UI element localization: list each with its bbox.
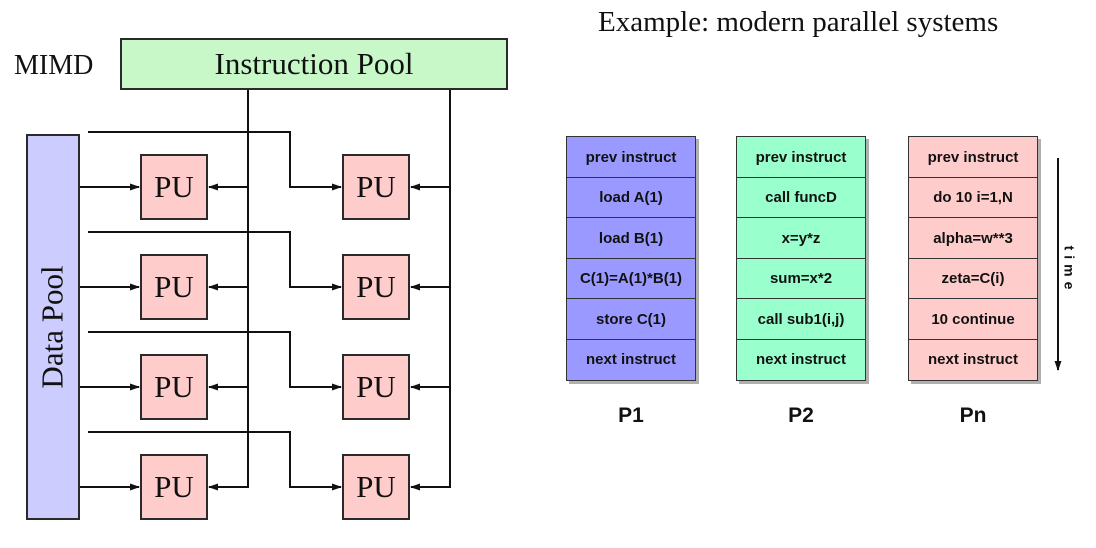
instruction-cell: call sub1(i,j) <box>736 298 866 340</box>
instruction-cell: C(1)=A(1)*B(1) <box>566 257 696 300</box>
pu-box: PU <box>140 354 208 420</box>
data-arrow-row-3-pu2 <box>88 331 342 391</box>
data-pool-label: Data Pool <box>35 265 70 389</box>
instruction-cell: prev instruct <box>736 136 866 178</box>
pu-box: PU <box>140 154 208 220</box>
pu-box: PU <box>342 454 410 520</box>
data-arrow-row-1-pu2 <box>88 131 342 191</box>
pu-box: PU <box>140 254 208 320</box>
data-pool: Data Pool <box>26 134 80 520</box>
instruction-cell: x=y*z <box>736 217 866 259</box>
data-arrow-row-4-pu2 <box>88 431 342 491</box>
processor-label-p2: P2 <box>788 404 814 427</box>
instruction-cell: sum=x*2 <box>736 257 866 300</box>
processor-label-p1: P1 <box>618 404 644 427</box>
instruction-cell: prev instruct <box>566 136 696 178</box>
instruction-cell: load B(1) <box>566 217 696 259</box>
instruction-pool: Instruction Pool <box>120 38 508 90</box>
data-arrow-row-2-pu2 <box>88 231 342 291</box>
pu-box: PU <box>342 254 410 320</box>
instruction-cell: prev instruct <box>908 136 1038 178</box>
instruction-cell: alpha=w**3 <box>908 217 1038 259</box>
pu-box: PU <box>342 354 410 420</box>
instruction-cell: do 10 i=1,N <box>908 176 1038 219</box>
pu-box: PU <box>342 154 410 220</box>
instruction-cell: zeta=C(i) <box>908 257 1038 300</box>
processor-label-pn: Pn <box>959 404 987 427</box>
pu-box: PU <box>140 454 208 520</box>
mimd-label: MIMD <box>14 50 94 81</box>
page-title: Example: modern parallel systems <box>598 6 999 38</box>
instruction-cell: store C(1) <box>566 298 696 340</box>
instruction-cell: next instruct <box>736 338 866 381</box>
time-label: time <box>1054 240 1084 300</box>
instruction-cell: call funcD <box>736 176 866 219</box>
instruction-cell: next instruct <box>908 338 1038 381</box>
instruction-cell: load A(1) <box>566 176 696 219</box>
time-label-text: time <box>1061 245 1078 295</box>
instruction-cell: 10 continue <box>908 298 1038 340</box>
instruction-cell: next instruct <box>566 338 696 381</box>
